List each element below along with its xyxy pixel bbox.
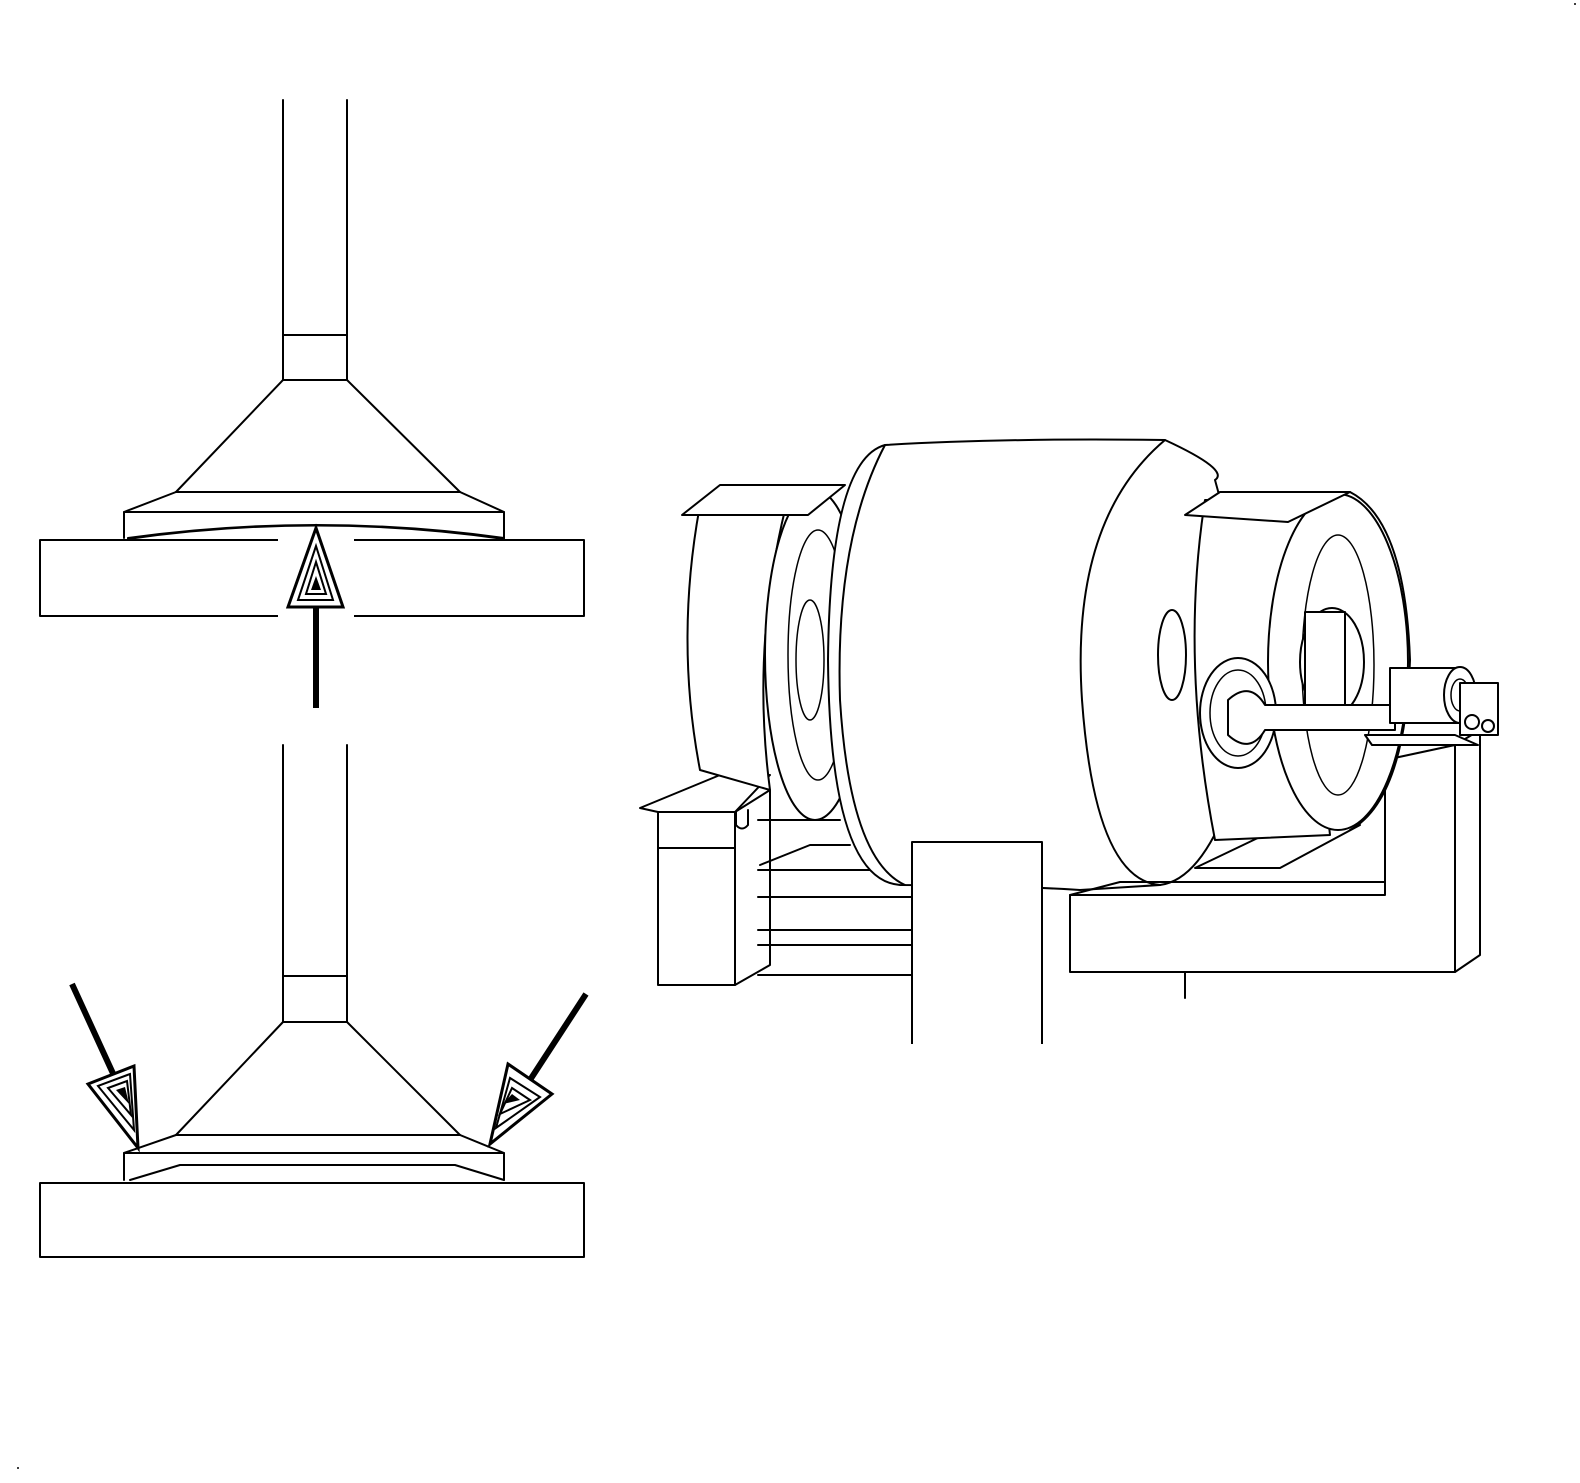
- valve-stem: [282, 99, 348, 381]
- arrow-down-left-icon: [487, 992, 589, 1148]
- corner-speck: [1574, 3, 1576, 5]
- valve-check-seat: [39, 744, 589, 1258]
- arrow-down-right-icon: [69, 982, 140, 1153]
- valve-grinding-machine: [639, 438, 1499, 1054]
- machine-pedestal: [906, 841, 1048, 1054]
- flat-surface-plate: [39, 1182, 585, 1258]
- wheel-dresser-tool: [1364, 666, 1499, 746]
- valve-head: [123, 1021, 505, 1181]
- corner-speck: [17, 1467, 19, 1469]
- valve-check-face: [39, 99, 585, 708]
- machine-base-left: [639, 774, 913, 986]
- valve-head: [123, 379, 505, 539]
- center-grinding-wheel: [827, 438, 1239, 891]
- arrow-up-icon: [285, 523, 346, 708]
- valve-chuck: [1199, 657, 1396, 769]
- valve-stem: [282, 744, 348, 1023]
